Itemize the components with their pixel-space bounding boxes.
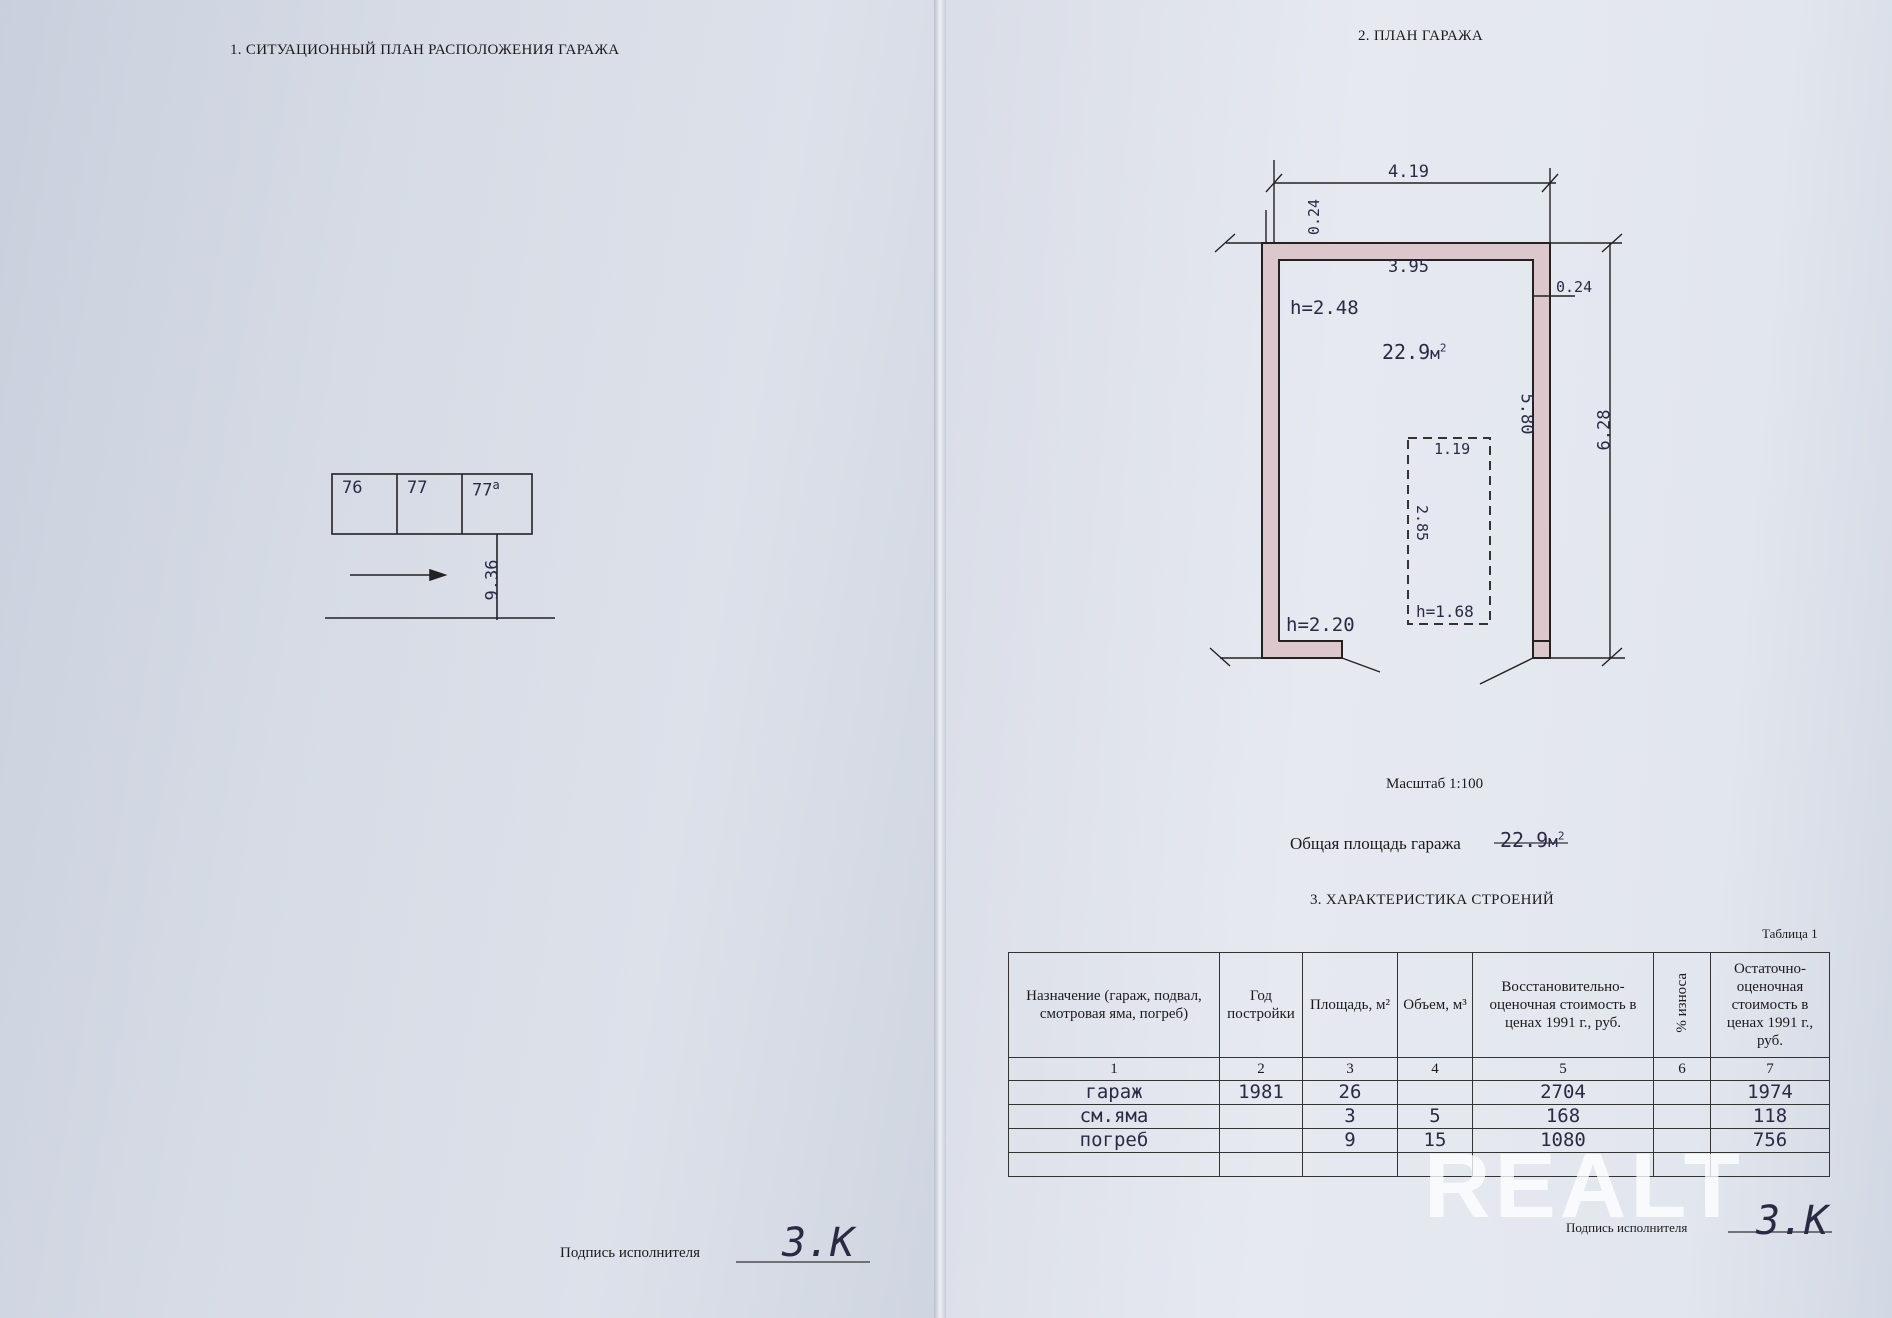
table-row [1008,1152,1830,1177]
cell-restoration-cost [1472,1152,1654,1177]
plot-label-77a: 77а [472,478,500,501]
col-number: 2 [1219,1057,1303,1081]
garage-plan [1209,160,1625,685]
cell-residual-cost: 1974 [1710,1080,1830,1105]
col-number: 6 [1653,1057,1711,1081]
garage-plan-title: 2. ПЛАН ГАРАЖА [1358,28,1484,44]
signature-label-right: Подпись исполнителя [1566,1220,1688,1235]
dim-wall-right: 0.24 [1556,278,1593,296]
cell-year: 1981 [1219,1080,1303,1105]
plot-label-76: 76 [342,478,363,498]
pit-width: 1.19 [1434,440,1471,458]
cell-area: 3 [1302,1104,1398,1129]
cell-residual-cost [1710,1152,1830,1177]
cell-purpose [1008,1152,1220,1177]
scale-label: Масштаб 1:100 [1386,776,1484,792]
table-row: погреб 9 15 1080 756 [1008,1128,1830,1153]
pit-length: 2.85 [1413,504,1432,542]
buildings-table: Назначение (гараж, подвал, смотровая яма… [1008,952,1830,1177]
dim-outer-length: 6.28 [1594,409,1615,451]
cell-area: 9 [1302,1128,1398,1153]
cell-restoration-cost: 168 [1472,1104,1654,1129]
dim-outer-width: 4.19 [1388,162,1429,182]
col-number: 3 [1302,1057,1398,1081]
total-area-value: 22.9м2 [1500,828,1565,852]
height-top: h=2.48 [1290,297,1359,319]
garage-area: 22.9м2 [1382,340,1447,364]
col-number: 7 [1710,1057,1830,1081]
cell-volume [1397,1152,1473,1177]
signature-left: З.К [782,1220,855,1266]
cell-purpose: погреб [1008,1128,1220,1153]
header-year: Год постройки [1219,952,1303,1058]
header-residual-cost: Остаточно-оценочная стоимость в ценах 19… [1710,952,1830,1058]
total-area-label: Общая площадь гаража [1290,834,1461,853]
cell-residual-cost: 118 [1710,1104,1830,1129]
table-row: см.яма 3 5 168 118 [1008,1104,1830,1129]
cell-year [1219,1152,1303,1177]
signature-label-left: Подпись исполнителя [560,1245,700,1261]
table-number-row: 1 2 3 4 5 6 7 [1008,1057,1830,1081]
cell-year [1219,1128,1303,1153]
situation-plan [325,473,555,620]
table-row: гараж 1981 26 2704 1974 [1008,1080,1830,1105]
header-volume: Объем, м³ [1397,952,1473,1058]
dim-inner-length: 5.80 [1516,393,1537,435]
header-purpose: Назначение (гараж, подвал, смотровая яма… [1008,952,1220,1058]
cell-purpose: см.яма [1008,1104,1220,1129]
pit-height: h=1.68 [1416,602,1474,621]
table-label: Таблица 1 [1762,926,1818,941]
header-area: Площадь, м² [1302,952,1398,1058]
situation-plan-title: 1. СИТУАЦИОННЫЙ ПЛАН РАСПОЛОЖЕНИЯ ГАРАЖА [230,42,620,58]
left-page [0,0,940,1318]
cell-area [1302,1152,1398,1177]
table-header-row: Назначение (гараж, подвал, смотровая яма… [1008,952,1830,1058]
cell-area: 26 [1302,1080,1398,1105]
dimension-9-36: 9.36 [482,559,503,601]
inspection-pit [1407,437,1491,625]
col-number: 5 [1472,1057,1654,1081]
section3-title: 3. ХАРАКТЕРИСТИКА СТРОЕНИЙ [1310,892,1554,908]
col-number: 4 [1397,1057,1473,1081]
height-bottom: h=2.20 [1286,614,1355,636]
plot-label-77: 77 [407,478,428,498]
cell-purpose: гараж [1008,1080,1220,1105]
realt-watermark: REALT [1424,1135,1744,1237]
cell-restoration-cost: 2704 [1472,1080,1654,1105]
cell-volume: 5 [1397,1104,1473,1129]
plot-block [331,473,533,535]
page-fold [934,0,946,1318]
dim-inner-width: 3.95 [1388,257,1429,277]
cell-residual-cost: 756 [1710,1128,1830,1153]
cell-restoration-cost: 1080 [1472,1128,1654,1153]
header-wear: % износа [1653,952,1711,1058]
header-restoration-cost: Восстановительно-оценочная стоимость в ц… [1472,952,1654,1058]
cell-volume [1397,1080,1473,1105]
col-number: 1 [1008,1057,1220,1081]
dim-wall-top: 0.24 [1305,198,1324,236]
cell-wear [1653,1104,1711,1129]
cell-year [1219,1104,1303,1129]
cell-wear [1653,1080,1711,1105]
signature-right: З.К [1756,1198,1829,1244]
